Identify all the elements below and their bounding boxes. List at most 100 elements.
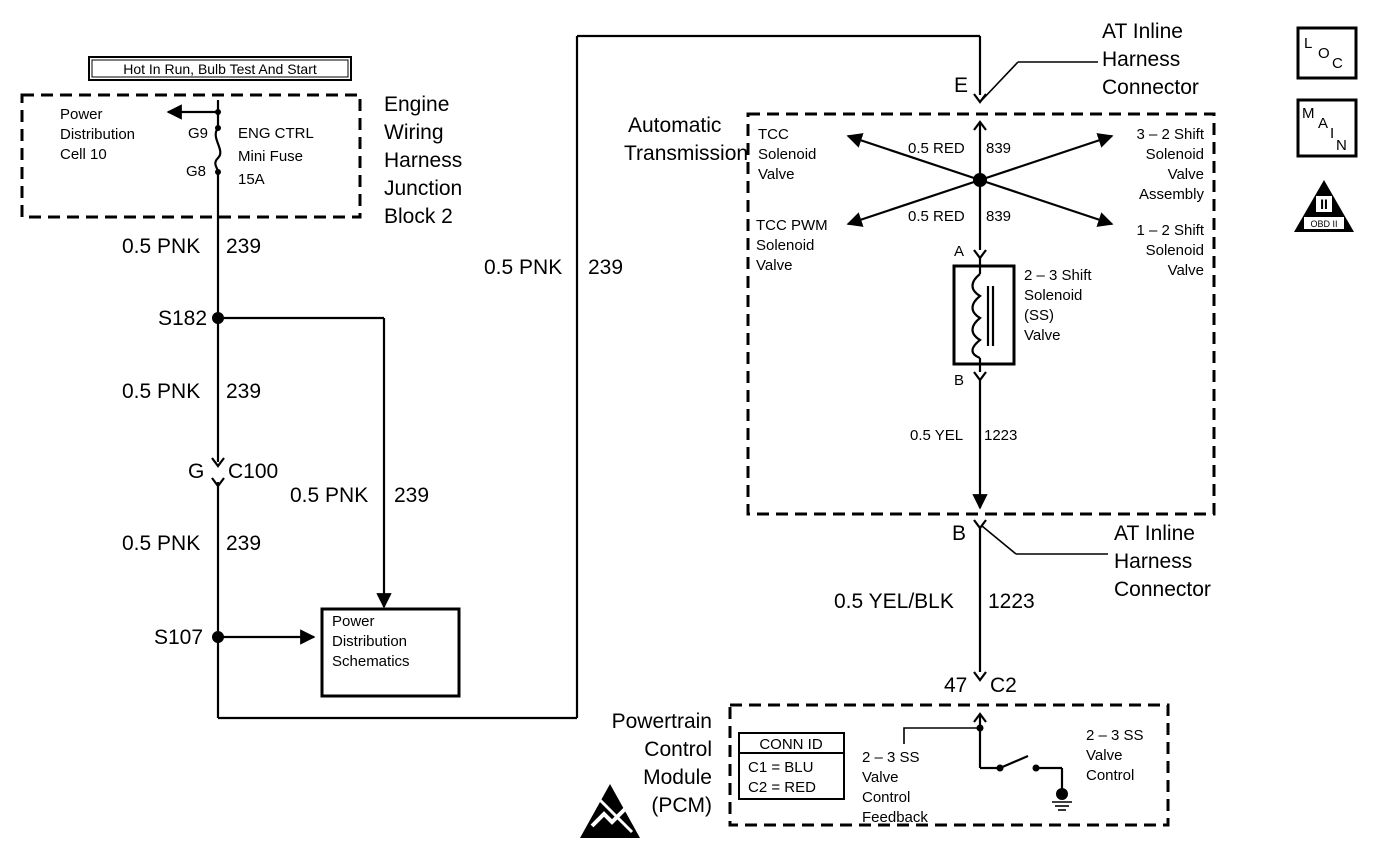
inline-top-label-2: Harness <box>1102 48 1180 71</box>
c100-label: C100 <box>228 460 278 483</box>
pcm-label-4: (PCM) <box>651 794 712 817</box>
pcm-conn-c2: C2 <box>990 674 1017 697</box>
red-wire-mid-gauge: 0.5 RED <box>908 208 965 225</box>
jb-line-2: Wiring <box>384 121 444 144</box>
obd-text: OBD II <box>1310 219 1337 229</box>
shift-12-line-2: Solenoid <box>1146 242 1204 259</box>
loc-icon-letter-l: L <box>1304 35 1312 52</box>
obd-roman: II <box>1320 196 1328 212</box>
wire-label-1-circuit: 239 <box>226 235 261 258</box>
pd-schematics-line-1: Power <box>332 613 375 630</box>
inline-top-label-3: Connector <box>1102 76 1199 99</box>
pcm-label-2: Control <box>644 738 712 761</box>
yel-wire-circuit: 1223 <box>984 427 1017 444</box>
transmission-label-2: Transmission <box>624 142 748 165</box>
inline-connector-top-icon <box>973 61 1098 104</box>
pcm-label-1: Powertrain <box>612 710 712 733</box>
control-line-2: Valve <box>1086 747 1122 764</box>
red-wire-mid-circuit: 839 <box>986 208 1011 225</box>
feedback-line-2: Valve <box>862 769 898 786</box>
wire-label-1-gauge: 0.5 PNK <box>122 235 200 258</box>
pd-cell-line-2: Distribution <box>60 126 135 143</box>
shift-32-line-2: Solenoid <box>1146 146 1204 163</box>
fuse-label: ENG CTRL Mini Fuse 15A <box>238 125 314 188</box>
jb-line-4: Junction <box>384 177 462 200</box>
pcm-label-3: Module <box>643 766 712 789</box>
shift-12-line-3: Valve <box>1168 262 1204 279</box>
pd-schematics-box <box>320 607 461 698</box>
pcm-internal-circuit <box>903 712 1072 811</box>
red-wire-top-circuit: 839 <box>986 140 1011 157</box>
main-icon: M A I N <box>1296 98 1358 158</box>
shift-12-line-1: 1 – 2 Shift <box>1136 222 1204 239</box>
pd-schematics-line-3: Schematics <box>332 653 410 670</box>
yel-wire-gauge: 0.5 YEL <box>910 427 963 444</box>
branch-wire-circuit: 239 <box>394 484 429 507</box>
junction-block-box <box>20 93 362 219</box>
fuse-line-1: ENG CTRL <box>238 125 314 142</box>
inline-connector-bottom-icon <box>973 519 1108 682</box>
inline-bottom-label-1: AT Inline <box>1114 522 1195 545</box>
pcm-pin-47: 47 <box>944 674 967 697</box>
inline-top-pin: E <box>954 74 968 97</box>
wire-label-3-gauge: 0.5 PNK <box>122 532 200 555</box>
top-wire-gauge: 0.5 PNK <box>484 256 562 279</box>
fuse-line-2: Mini Fuse <box>238 148 303 165</box>
obd-ii-icon: II OBD II <box>1294 180 1354 232</box>
ss-valve-line-2: Solenoid <box>1024 287 1082 304</box>
feedback-line-3: Control <box>862 789 910 806</box>
inline-bottom-label-2: Harness <box>1114 550 1192 573</box>
ss-valve-line-1: 2 – 3 Shift <box>1024 267 1092 284</box>
power-distribution-cell-label: Power Distribution Cell 10 <box>60 106 135 163</box>
connector-c100-icon <box>211 457 225 488</box>
feedback-line-1: 2 – 3 SS <box>862 749 920 766</box>
header-label: Hot In Run, Bulb Test And Start <box>123 61 317 77</box>
wire-label-2-circuit: 239 <box>226 380 261 403</box>
tcc-solenoid-line-3: Valve <box>758 166 794 183</box>
s182-branch-wire <box>218 316 392 609</box>
ss-valve-line-4: Valve <box>1024 327 1060 344</box>
inline-bottom-pin: B <box>952 522 966 545</box>
conn-id-c2: C2 = RED <box>748 779 816 796</box>
pd-cell-line-3: Cell 10 <box>60 146 107 163</box>
fuse-line-3: 15A <box>238 171 265 188</box>
tcc-solenoid-line-2: Solenoid <box>758 146 816 163</box>
shift-32-line-3: Valve <box>1168 166 1204 183</box>
conn-id-title: CONN ID <box>759 736 823 753</box>
inline-top-label-1: AT Inline <box>1102 20 1183 43</box>
esd-warning-icon <box>580 784 640 838</box>
yelblk-wire-gauge: 0.5 YEL/BLK <box>834 590 954 613</box>
main-icon-letter-a: A <box>1318 115 1328 132</box>
tcc-solenoid-line-1: TCC <box>758 126 789 143</box>
transmission-label-1: Automatic <box>628 114 721 137</box>
loc-icon-letter-o: O <box>1318 45 1330 62</box>
pin-a-label: A <box>954 243 964 260</box>
jb-line-5: Block 2 <box>384 205 453 228</box>
main-icon-letter-m: M <box>1302 105 1315 122</box>
main-icon-letter-n: N <box>1336 137 1347 154</box>
pin-g8: G8 <box>186 163 206 180</box>
transmission-box <box>746 112 1216 516</box>
jb-line-1: Engine <box>384 93 449 116</box>
wire-label-2-gauge: 0.5 PNK <box>122 380 200 403</box>
ss-solenoid-icon <box>952 264 1016 366</box>
top-wire-circuit: 239 <box>588 256 623 279</box>
c100-pin: G <box>188 460 204 483</box>
wire-label-3-circuit: 239 <box>226 532 261 555</box>
loc-icon-letter-c: C <box>1332 55 1343 72</box>
header-label-box: Hot In Run, Bulb Test And Start <box>88 56 352 81</box>
shift-32-line-1: 3 – 2 Shift <box>1136 126 1204 143</box>
inline-bottom-label-3: Connector <box>1114 578 1211 601</box>
pin-g9: G9 <box>188 125 208 142</box>
main-icon-letter-i: I <box>1330 125 1334 142</box>
control-line-1: 2 – 3 SS <box>1086 727 1144 744</box>
tcc-pwm-line-3: Valve <box>756 257 792 274</box>
conn-id-table: CONN ID C1 = BLU C2 = RED <box>738 732 845 800</box>
ss-valve-line-3: (SS) <box>1024 307 1054 324</box>
yelblk-wire-circuit: 1223 <box>988 590 1035 613</box>
red-wire-top-gauge: 0.5 RED <box>908 140 965 157</box>
splice-s107-label: S107 <box>154 626 203 649</box>
pin-b-label: B <box>954 372 964 389</box>
shift-32-line-4: Assembly <box>1139 186 1205 203</box>
